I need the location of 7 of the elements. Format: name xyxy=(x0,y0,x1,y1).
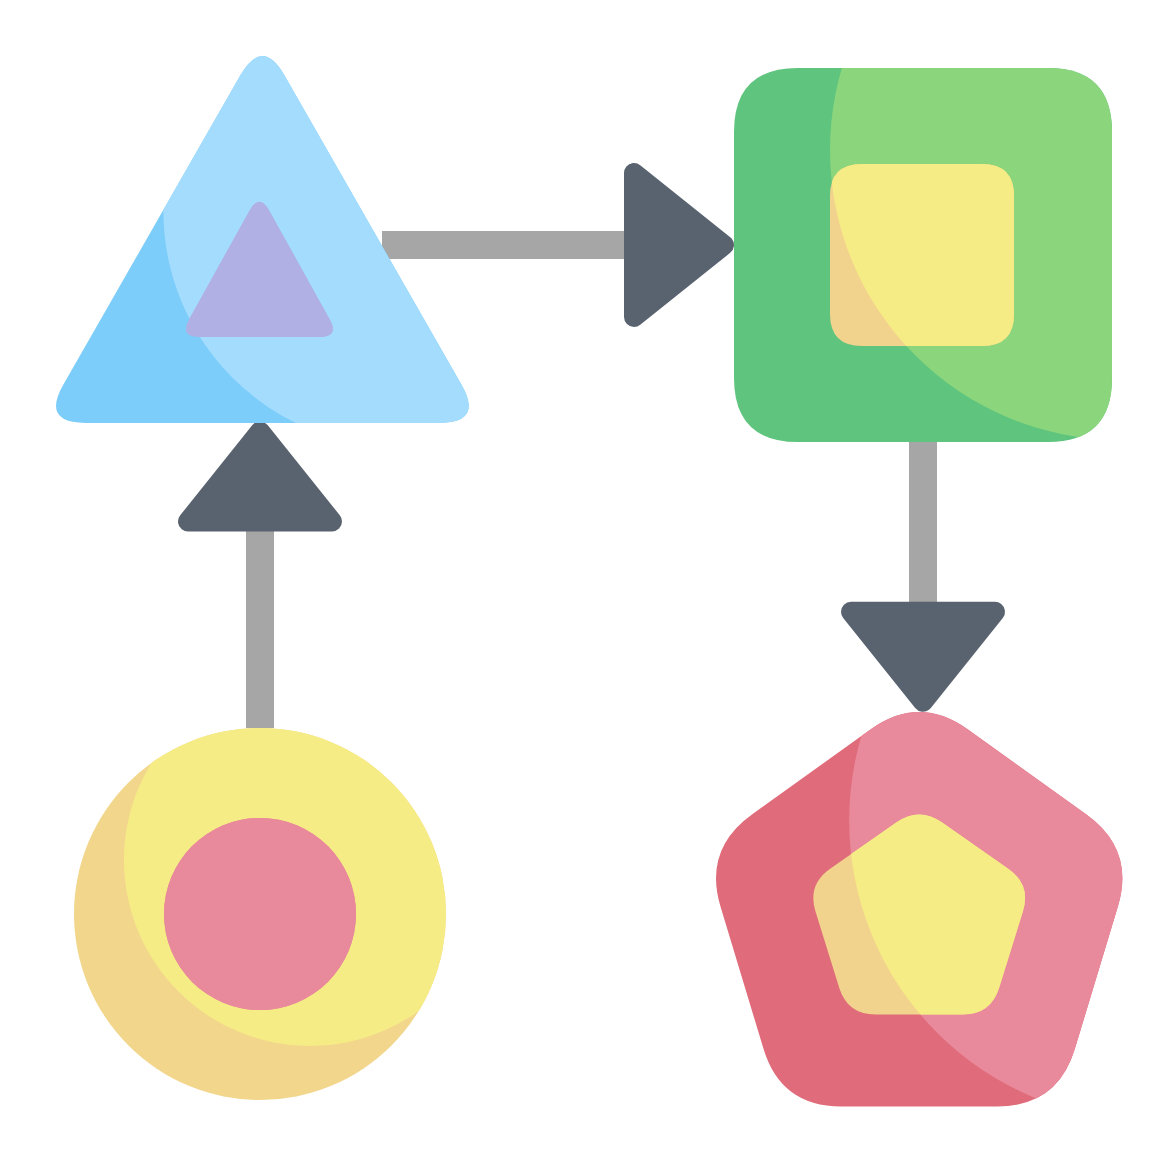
arrow xyxy=(178,421,342,728)
pentagon-shape xyxy=(716,711,1124,1106)
arrow xyxy=(841,442,1005,712)
circle-shape xyxy=(74,728,446,1100)
triangle-shape xyxy=(56,55,470,422)
square-shape xyxy=(734,68,1112,442)
arrow xyxy=(382,163,734,327)
